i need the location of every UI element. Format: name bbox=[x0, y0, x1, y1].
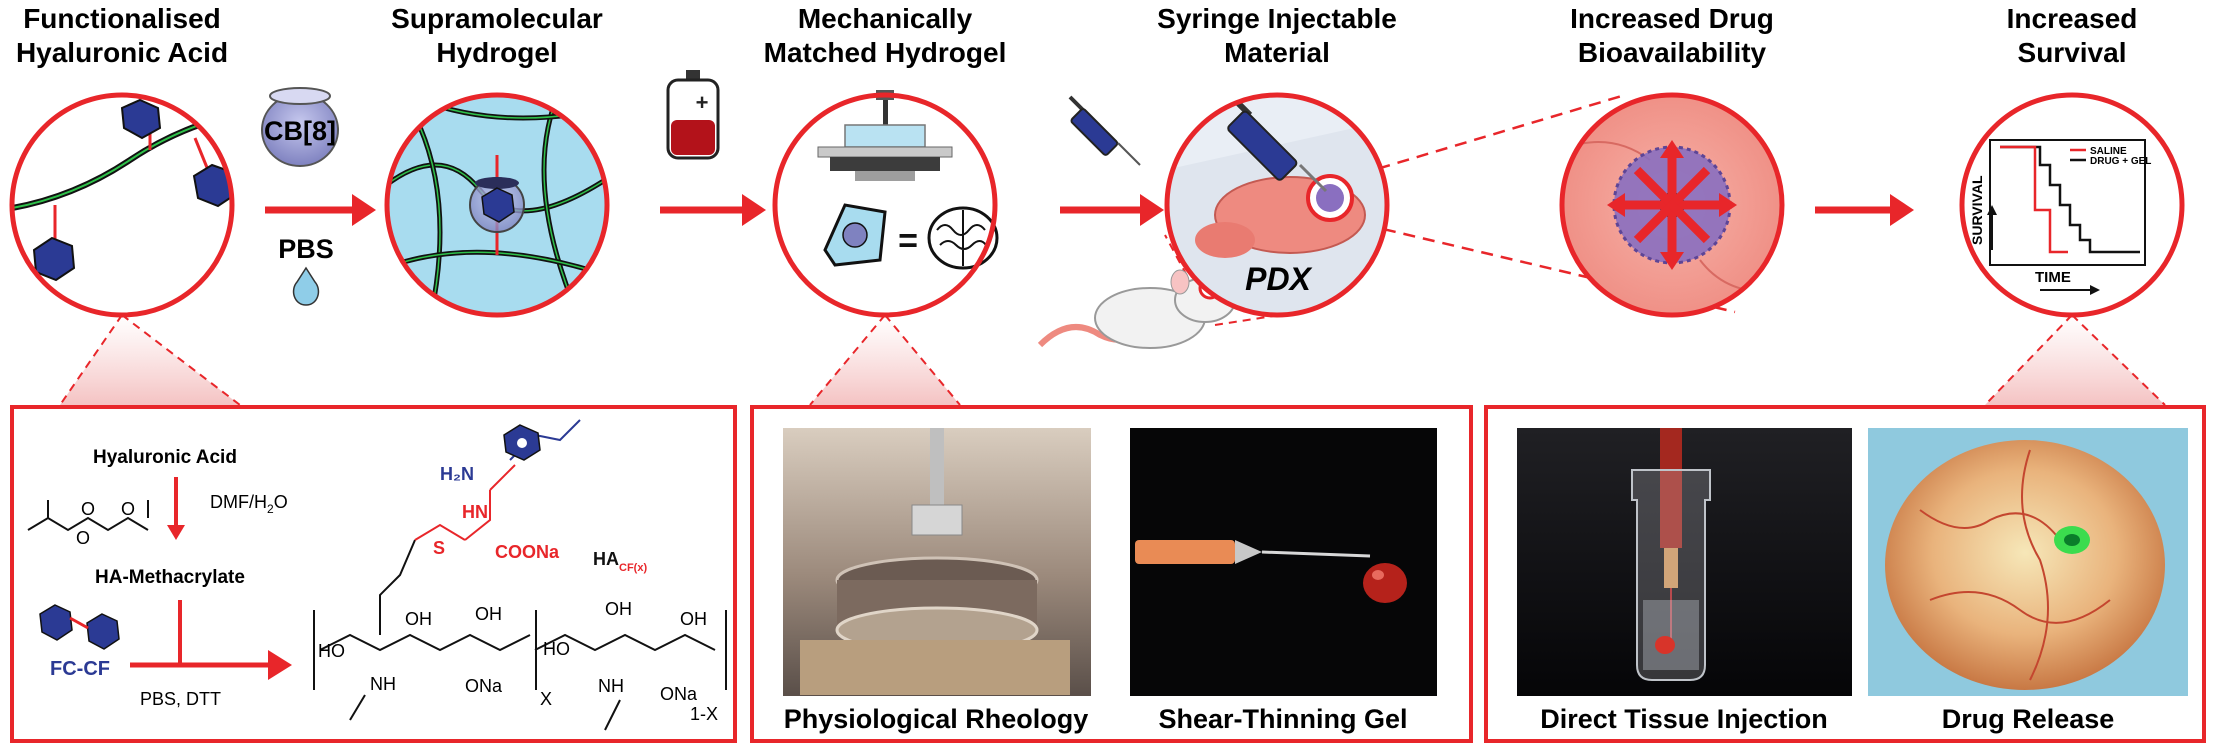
functionalised-ha-circle bbox=[9, 92, 235, 318]
hexagon-icon bbox=[32, 236, 76, 282]
stage-2-title-line1: Supramolecular bbox=[391, 3, 603, 34]
zoom-connectors bbox=[59, 93, 2166, 406]
arrow-1 bbox=[265, 194, 376, 226]
svg-text:HACF(x): HACF(x) bbox=[593, 549, 647, 574]
chem-x: X bbox=[540, 689, 552, 709]
chem-oh-2: OH bbox=[475, 604, 502, 624]
injection-panel: Direct Tissue Injection Drug Release bbox=[1484, 405, 2206, 743]
chem-coona: COONa bbox=[495, 542, 560, 562]
release-photo bbox=[1868, 428, 2188, 696]
chemistry-panel: O O O Hyaluronic Acid DMF/H2O HA-Methacr… bbox=[10, 405, 737, 743]
chem-dmf-tail: O bbox=[274, 492, 288, 512]
svg-text:O: O bbox=[121, 499, 135, 519]
hexagon-icon bbox=[39, 604, 73, 641]
stage-2-title-line2: Hydrogel bbox=[436, 37, 557, 68]
stage-5-title-line2: Bioavailability bbox=[1578, 37, 1767, 68]
chem-ho-1: HO bbox=[318, 641, 345, 661]
stage-titles: Functionalised Hyaluronic Acid Supramole… bbox=[16, 3, 2137, 68]
caption-injection: Direct Tissue Injection bbox=[1540, 704, 1828, 734]
rheology-panel: Physiological Rheology Shear-Thinning Ge… bbox=[750, 405, 1473, 743]
stage-4-title-line2: Material bbox=[1224, 37, 1330, 68]
svg-text:O: O bbox=[81, 499, 95, 519]
arrow-2 bbox=[660, 194, 766, 226]
chem-one-minus-x: 1-X bbox=[690, 704, 718, 724]
arrow-3 bbox=[1060, 194, 1164, 226]
hexagon-icon bbox=[86, 613, 120, 650]
stage-4-title-line1: Syringe Injectable bbox=[1157, 3, 1397, 34]
legend-saline: SALINE bbox=[2090, 146, 2127, 157]
syringe-icon bbox=[1068, 95, 1141, 166]
chem-ha-cf: HA bbox=[593, 549, 619, 569]
hexagon-icon bbox=[481, 187, 515, 223]
survival-ylabel: SURVIVAL bbox=[1969, 175, 1985, 245]
injection-photo bbox=[1517, 428, 1852, 696]
chem-fc-cf: FC-CF bbox=[50, 658, 110, 680]
chem-oh-1: OH bbox=[405, 609, 432, 629]
pdx-circle: PDX bbox=[1164, 92, 1390, 318]
hexagon-icon bbox=[120, 98, 162, 140]
chem-ona-2: ONa bbox=[660, 684, 698, 704]
cb8-label: CB[8] bbox=[264, 116, 336, 146]
chem-dmf: DMF/H bbox=[210, 492, 267, 512]
pdx-label: PDX bbox=[1245, 261, 1312, 297]
chem-ha-methacrylate: HA-Methacrylate bbox=[95, 567, 245, 588]
chem-dmf-sub: 2 bbox=[267, 502, 274, 516]
chem-nh-2: NH bbox=[598, 676, 624, 696]
svg-text:+: + bbox=[696, 90, 709, 115]
rheology-photo bbox=[783, 428, 1091, 696]
bioavailability-circle bbox=[1559, 92, 1785, 318]
caption-shear: Shear-Thinning Gel bbox=[1158, 704, 1407, 734]
svg-text:O: O bbox=[76, 528, 90, 548]
svg-text:DMF/H2O: DMF/H2O bbox=[210, 492, 288, 516]
pbs-reagent: PBS bbox=[278, 234, 334, 306]
caption-release: Drug Release bbox=[1942, 704, 2115, 734]
legend-drug-gel: DRUG + GEL bbox=[2090, 156, 2151, 167]
stage-1-title-line1: Functionalised bbox=[23, 3, 221, 34]
chem-nh-1: NH bbox=[370, 674, 396, 694]
stage-3-title-line1: Mechanically bbox=[798, 3, 973, 34]
chem-ho-2: HO bbox=[543, 639, 570, 659]
chem-oh-3: OH bbox=[605, 599, 632, 619]
stage-1-title-line2: Hyaluronic Acid bbox=[16, 37, 228, 68]
survival-xlabel: TIME bbox=[2035, 269, 2071, 286]
hydrogel-circle bbox=[384, 92, 610, 318]
survival-circle: SALINE DRUG + GEL SURVIVAL TIME bbox=[1959, 92, 2185, 318]
stage-6-title-line1: Increased bbox=[2007, 3, 2138, 34]
chem-pbs-dtt: PBS, DTT bbox=[140, 689, 221, 709]
caption-rheology: Physiological Rheology bbox=[784, 704, 1089, 734]
svg-text:=: = bbox=[898, 222, 918, 260]
arrow-5 bbox=[1815, 194, 1914, 226]
blood-bag-icon: + bbox=[666, 70, 720, 160]
pbs-label: PBS bbox=[278, 234, 334, 264]
chem-s: S bbox=[433, 538, 445, 558]
stage-5-title-line1: Increased Drug bbox=[1570, 3, 1774, 34]
stage-6-title-line2: Survival bbox=[2018, 37, 2127, 68]
chem-oh-4: OH bbox=[680, 609, 707, 629]
cb8-reagent: CB[8] bbox=[261, 87, 339, 167]
chem-hyaluronic-acid: Hyaluronic Acid bbox=[93, 447, 237, 468]
stage-3-title-line2: Matched Hydrogel bbox=[764, 37, 1007, 68]
chem-hn: HN bbox=[462, 502, 488, 522]
chem-ha-cf-sub: CF(x) bbox=[619, 562, 647, 574]
chem-ona-1: ONa bbox=[465, 676, 503, 696]
mechanical-circle: = bbox=[772, 90, 999, 318]
chem-h2n: H₂N bbox=[440, 464, 474, 484]
shear-photo bbox=[1130, 428, 1437, 696]
